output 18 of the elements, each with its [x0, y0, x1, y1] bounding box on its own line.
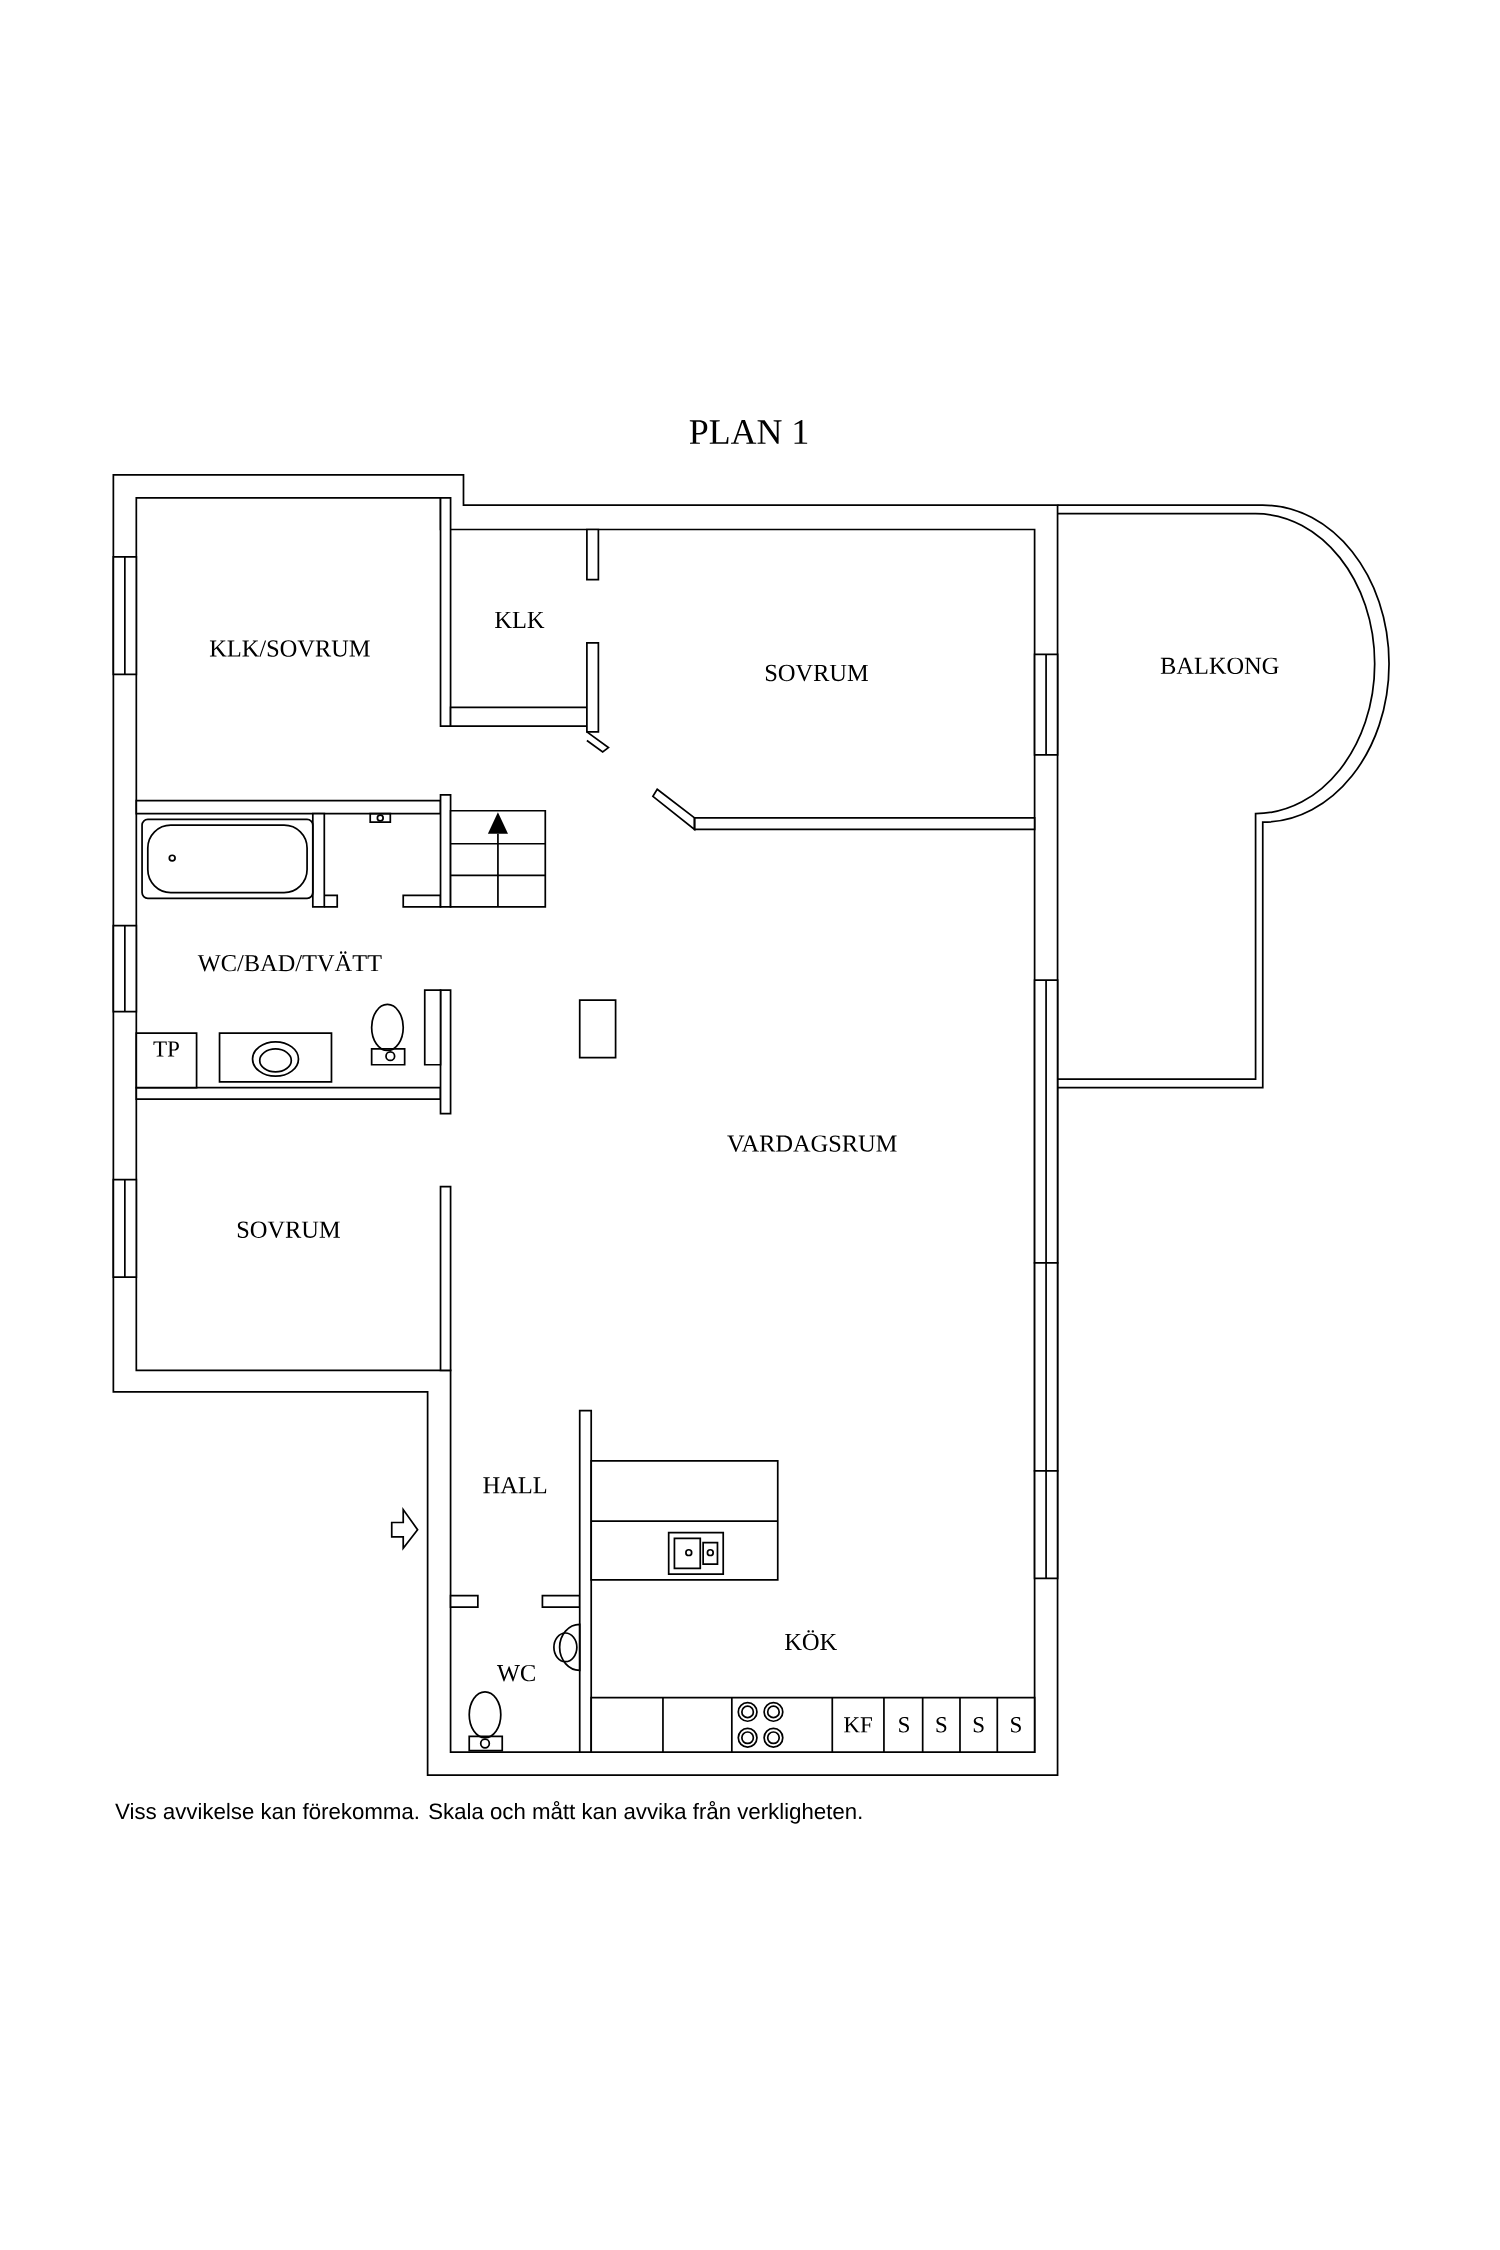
room-label: HALL: [483, 1477, 547, 1494]
room-label: VARDAGSRUM: [727, 1135, 897, 1152]
fixture-label: S: [1011, 1717, 1022, 1733]
disclaimer-note: Viss avvikelse kan förekomma. Skala och mått kan avvika från verkligheten.: [115, 1801, 862, 1824]
fixture-label: S: [974, 1717, 984, 1733]
room-label: KLK: [495, 611, 545, 628]
room-label: KÖK: [785, 1630, 838, 1651]
room-label: KLK/SOVRUM: [210, 640, 370, 657]
title: PLAN 1: [690, 420, 808, 444]
room-label: WC/BAD/TVÄTT: [197, 951, 382, 972]
fixture-label: KF: [844, 1717, 873, 1733]
room-label: WC: [497, 1664, 536, 1682]
room-label: SOVRUM: [766, 664, 869, 682]
fixture-label: S: [936, 1717, 947, 1733]
fixture-label: S: [899, 1717, 910, 1733]
room-label: SOVRUM: [238, 1221, 341, 1238]
room-label: BALKONG: [1161, 657, 1279, 675]
fixture-label: TP: [153, 1041, 180, 1057]
